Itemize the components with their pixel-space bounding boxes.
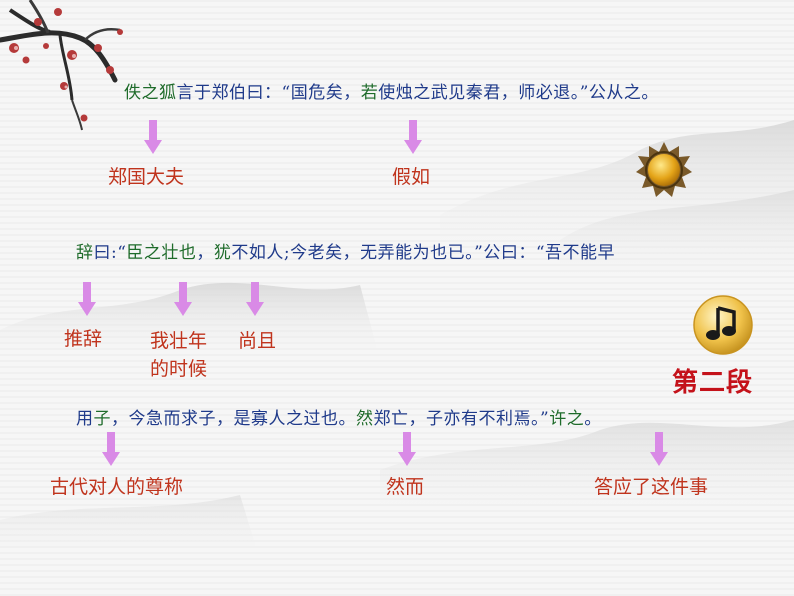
keyword-ruo: 若 — [360, 83, 379, 103]
keyword-yizhihu: 佚之狐 — [124, 83, 177, 103]
annotation-daying: 答应了这件事 — [594, 476, 709, 498]
annotation-raner: 然而 — [386, 476, 425, 498]
arrow-down-icon — [404, 120, 422, 154]
arrow-down-icon — [174, 282, 192, 316]
text-line-3: 用子，今急而求子，是寡人之过也。然郑亡，子亦有不利焉。”许之。 — [76, 409, 602, 429]
keyword-ci: 辞 — [76, 243, 94, 263]
arrow-down-icon — [650, 432, 668, 466]
arrow-down-icon — [398, 432, 416, 466]
arrow-down-icon — [78, 282, 96, 316]
sun-emblem-icon — [636, 142, 692, 197]
text-line-1: 佚之狐言于郑伯曰：“国危矣，若使烛之武见秦君，师必退。”公从之。 — [124, 83, 659, 103]
keyword-you: 犹 — [213, 243, 232, 263]
section-heading: 第二段 — [672, 368, 754, 398]
keyword-chen-zhi-zhuang-ye: 臣之壮也 — [126, 243, 197, 263]
text-line-2: 辞曰:“臣之壮也，犹不如人;今老矣，无弄能为也已。”公曰：“吾不能早 — [76, 243, 616, 263]
annotation-zuncheng: 古代对人的尊称 — [50, 476, 184, 498]
keyword-xu-zhi: 许之 — [549, 409, 585, 429]
annotation-wo-zhuangnian-line2: 的时候 — [150, 358, 208, 380]
music-note-icon — [693, 295, 753, 355]
annotation-jiaru: 假如 — [392, 166, 431, 188]
keyword-ran: 然 — [356, 409, 374, 429]
annotation-wo-zhuangnian-line1: 我壮年 — [150, 330, 208, 352]
annotation-tuici: 推辞 — [64, 328, 103, 350]
annotation-shangqie: 尚且 — [238, 330, 277, 352]
keyword-zi: 子 — [93, 409, 111, 429]
plum-blossom-branch — [0, 0, 123, 131]
annotation-zhengguo-dafu: 郑国大夫 — [108, 166, 185, 188]
arrow-down-icon — [102, 432, 120, 466]
arrow-down-icon — [246, 282, 264, 316]
arrow-down-icon — [144, 120, 162, 154]
